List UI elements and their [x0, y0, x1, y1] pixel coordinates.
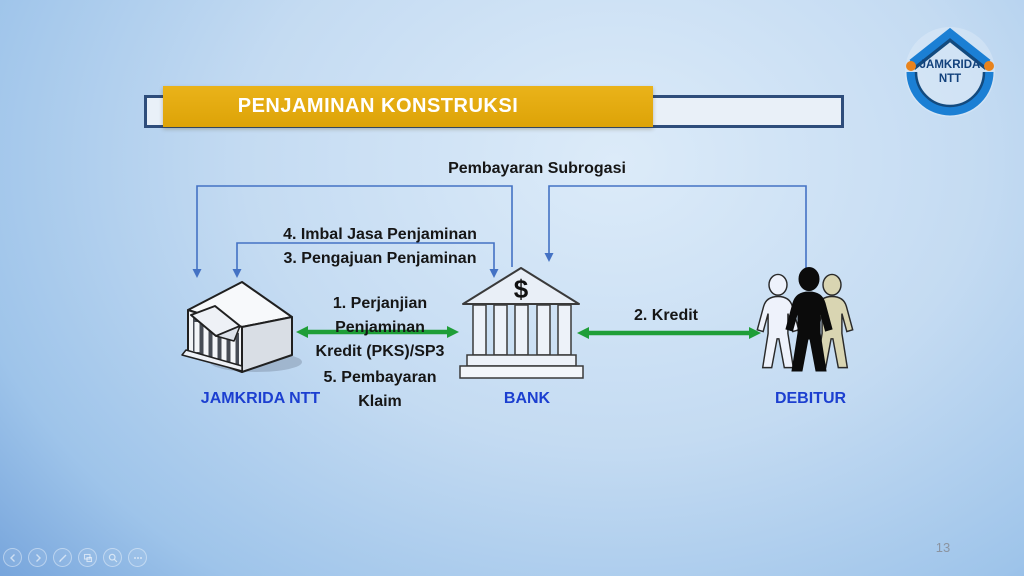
step4-step3-labels: 4. Imbal Jasa Penjaminan 3. Pengajuan Pe… — [230, 223, 530, 271]
bank-dollar-symbol: $ — [514, 274, 529, 304]
jamkrida-ntt-logo-icon: JAMKRIDA NTT — [905, 27, 995, 117]
next-slide-button[interactable] — [28, 548, 47, 567]
step3-label: 3. Pengajuan Penjaminan — [283, 250, 477, 267]
entity-label-jamkrida: JAMKRIDA NTT — [200, 390, 321, 407]
chevron-right-icon — [35, 553, 41, 562]
ellipsis-icon — [133, 556, 142, 559]
page-title: PENJAMINAN KONSTRUKSI — [237, 95, 519, 117]
pen-tool-button[interactable] — [53, 548, 72, 567]
step2-label: 2. Kredit — [633, 307, 698, 324]
step1-line3: Kredit (PKS)/SP3 — [315, 343, 445, 360]
debitur-people-icon — [756, 267, 854, 372]
logo-text-line1: JAMKRIDA — [920, 59, 981, 71]
previous-slide-button[interactable] — [3, 548, 22, 567]
entity-label-bank: BANK — [503, 390, 551, 407]
subrogation-label: Pembayaran Subrogasi — [448, 160, 626, 177]
bank-icon: $ — [459, 267, 584, 379]
step1-line2: Penjaminan — [335, 319, 425, 336]
title-banner: PENJAMINAN KONSTRUKSI — [163, 86, 653, 127]
more-options-button[interactable] — [128, 548, 147, 567]
subrogation-line-right — [548, 185, 807, 268]
step5-line1: 5. Pembayaran — [323, 369, 437, 386]
see-all-slides-button[interactable] — [78, 548, 97, 567]
step5-label: 5. Pembayaran Klaim — [230, 366, 530, 414]
magnifier-icon — [108, 553, 117, 562]
pen-icon — [58, 554, 66, 562]
logo-text-line2: NTT — [939, 73, 961, 85]
step1-line1: 1. Perjanjian — [332, 295, 428, 312]
jamkrida-building-icon — [181, 281, 302, 373]
slide-page-number: 13 — [935, 540, 951, 555]
zoom-button[interactable] — [103, 548, 122, 567]
slideshow-toolbar — [3, 548, 147, 567]
step4-label: 4. Imbal Jasa Penjaminan — [283, 226, 477, 243]
step1-label: 1. Perjanjian Penjaminan Kredit (PKS)/SP… — [230, 292, 530, 364]
chevron-left-icon — [9, 553, 15, 562]
slides-panel-icon — [83, 553, 92, 562]
entity-label-debitur: DEBITUR — [774, 390, 847, 407]
step5-line2: Klaim — [358, 393, 402, 410]
